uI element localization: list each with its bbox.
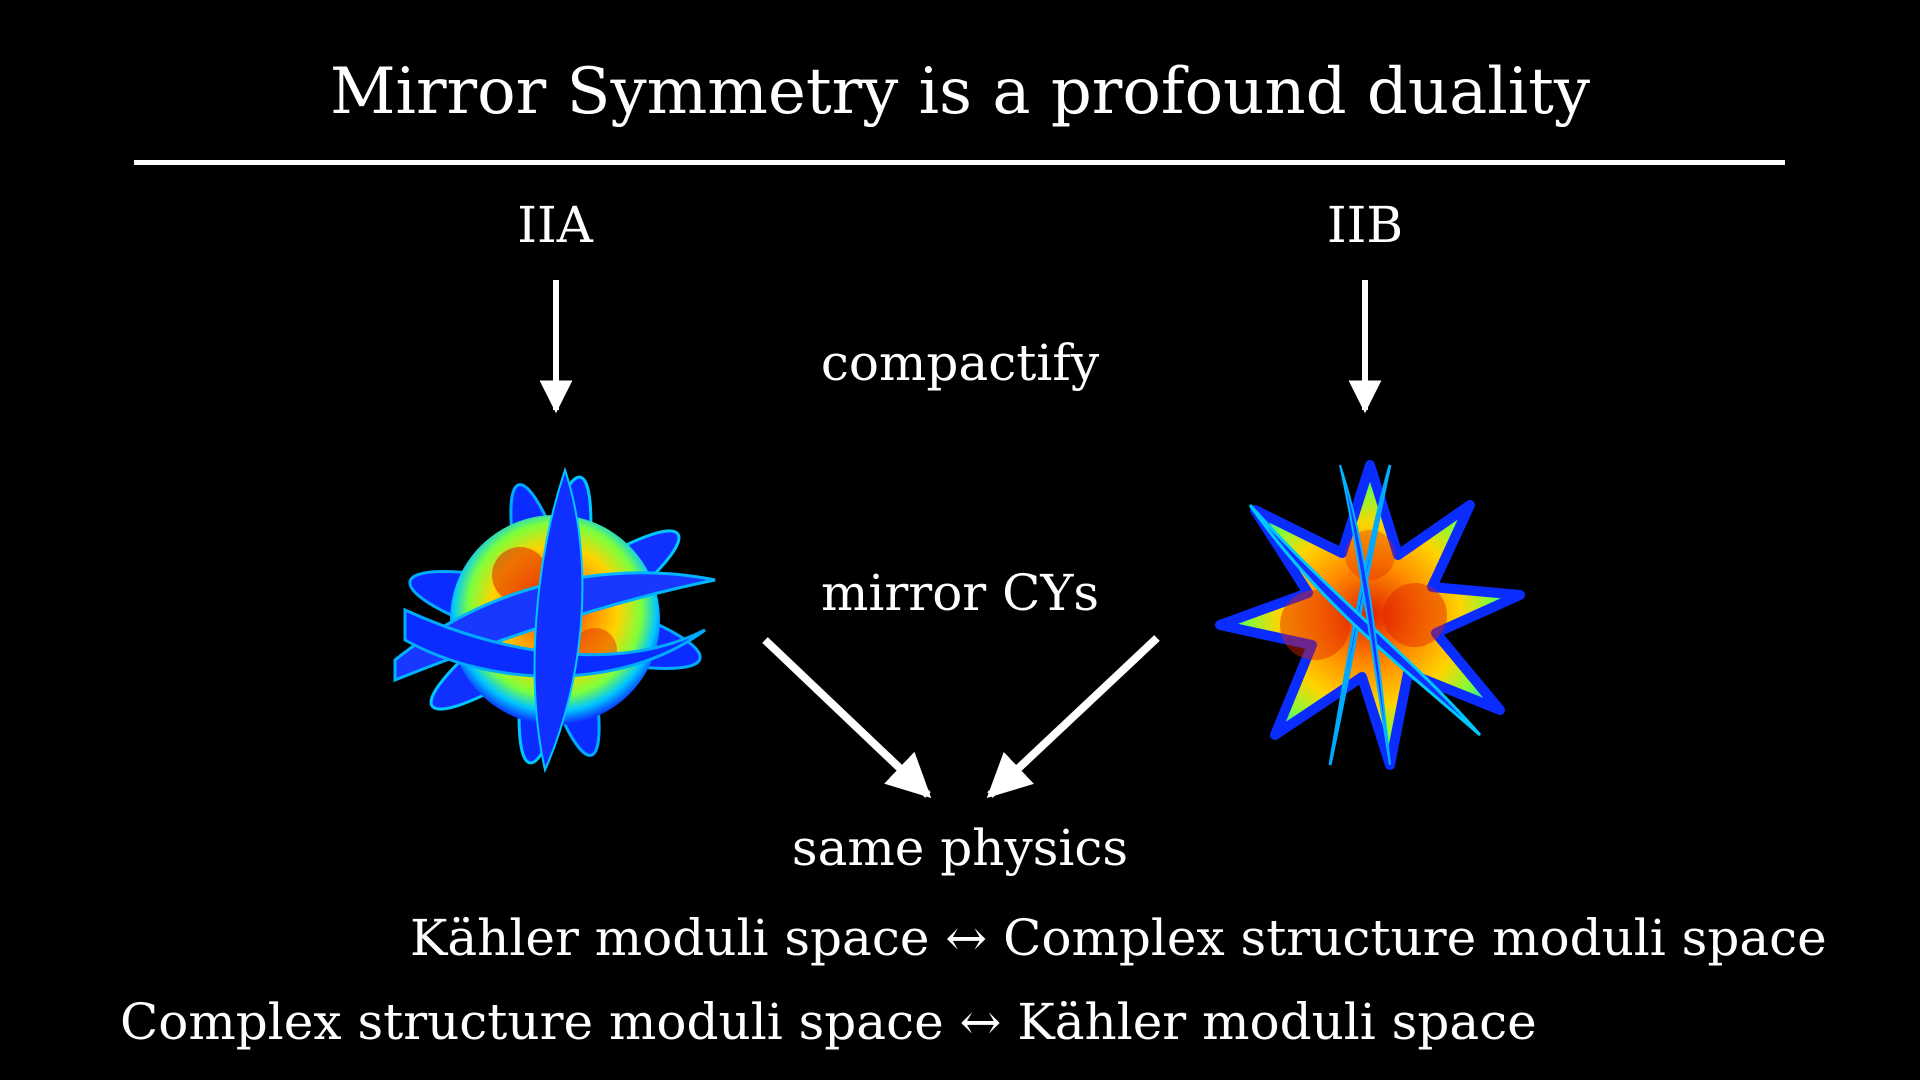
arrow-iib-to-same-physics xyxy=(986,635,1160,799)
same-physics-label: same physics xyxy=(791,819,1129,877)
moduli-mapping-line-1: Kähler moduli space ↔ Complex structure … xyxy=(410,909,1827,967)
calabi-yau-surface-iia xyxy=(393,466,716,774)
theory-iib-label: IIB xyxy=(1326,196,1404,254)
mirror-cys-label: mirror CYs xyxy=(820,564,1100,622)
theory-iia-label: IIA xyxy=(517,196,593,254)
arrow-iia-to-same-physics xyxy=(762,637,932,799)
title-underline xyxy=(134,160,1785,165)
moduli-mapping-line-2: Complex structure moduli space ↔ Kähler … xyxy=(120,993,1537,1051)
calabi-yau-surface-iib xyxy=(1215,460,1525,770)
compactify-label: compactify xyxy=(820,334,1100,392)
slide-title: Mirror Symmetry is a profound duality xyxy=(329,55,1591,129)
